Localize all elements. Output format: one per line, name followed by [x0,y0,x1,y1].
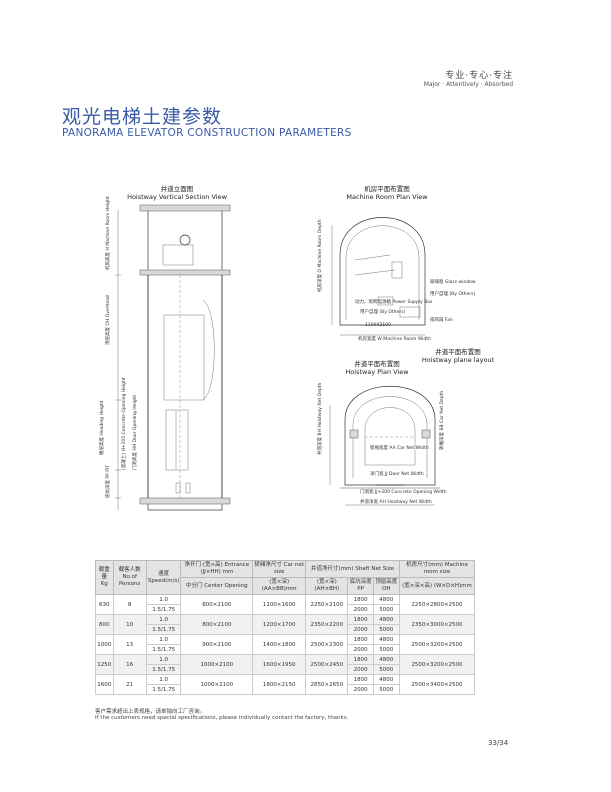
header-oh: 顶层高度 OH [372,577,400,595]
overhead-label: 顶层高度 OH Overhead [106,295,111,345]
header-entrance: 净开门 (宽×高) Entrance (JJ×HH) mm [180,560,254,578]
page-number: 33/34 [488,739,509,747]
header-room-dims: (宽×深×高) (W×D×H)mm [398,577,476,595]
fan-label: 排风扇 Fan [430,318,453,323]
hole-size-label: 1100X2100 [365,323,391,328]
net-depth-label: 井道深度 BH Hoistway Net Depth [318,382,323,455]
mr-width-label: 机房宽度 W Machine Room Width [358,337,431,342]
note-english: If the customers need special specificat… [95,715,349,721]
page-subtitle: PANORAMA ELEVATOR CONSTRUCTION PARAMETER… [62,127,352,139]
header-center-opening: 中分门 Center Opening [180,577,254,595]
header-pit: 底坑深度 PP [347,577,374,595]
concrete-width-label: 门洞宽 JJ+200 Concrete Opening Width [360,490,447,495]
floor-height-label: 楼层高度 Heading Height [100,400,105,455]
net-width-label: 井道净宽 AH Hoistway Net Width [360,500,432,505]
by-others-label: 用户自理 (By Others) [360,310,406,315]
mr-height-label: 机房高度 H Machine Room Height [106,196,111,270]
tagline-english: Major · Attentively · Absorbed [423,81,513,88]
page-title: 观光电梯土建参数 [62,106,223,128]
header-room: 机房尺寸(mm) Machine room size [398,560,476,578]
machine-room-drawing [331,217,426,336]
door-height-label: 门洞高度 HH Door Opening Height [133,394,138,470]
header-shaft: 井道净尺寸(mm) Shaft Net Size [305,560,400,578]
vertical-section-drawing [115,204,231,511]
power-box-label: 动力、照明电源箱 Power Supply Box [355,300,433,305]
header-car: 轿厢净尺寸 Car net size [252,560,307,578]
glass-window-label: 玻璃窗 Glass window [430,280,476,285]
note-chinese: 客户需求超出上表规格，请单独向工厂咨询。 [95,709,206,715]
car-depth-label: 轿厢深度 BB Car Net Depth [440,390,445,450]
mr-depth-label: 机房深度 D Machine Room Depth [318,219,323,292]
concrete-height-label: (混凝土) H+200 Concrete Opening Height [122,377,127,470]
header-shaft-dims: (宽×深) (AH×BH) [305,577,349,595]
header-car-dims: (宽×深) (AA×BB)mm [252,577,307,595]
others-label: 用户自理 (By Others) [430,292,476,297]
pit-label: 底坑深度 PP PIT [106,464,111,498]
door-width-label: 净门宽 JJ Door Net Width [370,472,424,477]
tagline: 专业·专心·专注 [445,71,513,81]
car-width-label: 轿厢宽度 AA Car Net Width [370,446,429,451]
